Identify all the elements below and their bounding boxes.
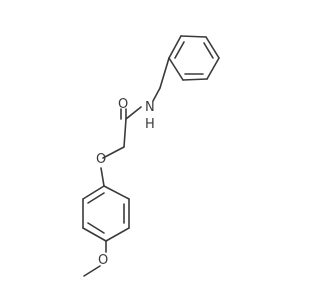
structure-canvas: N H O O O — [82, 35, 220, 277]
benzyl-linker — [152, 57, 170, 102]
hydrogen-label: H — [145, 117, 155, 132]
nitrogen-label: N — [145, 100, 155, 115]
amide-nitrogen: N H — [145, 100, 155, 132]
methoxy-oxygen-label: O — [98, 253, 108, 268]
phenyl-ring — [168, 35, 220, 81]
amide-bonds — [120, 106, 142, 148]
molecule-structure: N H O O O — [82, 35, 220, 277]
methoxy-group — [83, 240, 107, 277]
ether-oxygen-label: O — [96, 152, 106, 167]
ether-linker — [102, 146, 125, 159]
methoxyphenyl-ring — [82, 167, 130, 242]
carbonyl-oxygen-label: O — [118, 97, 128, 112]
